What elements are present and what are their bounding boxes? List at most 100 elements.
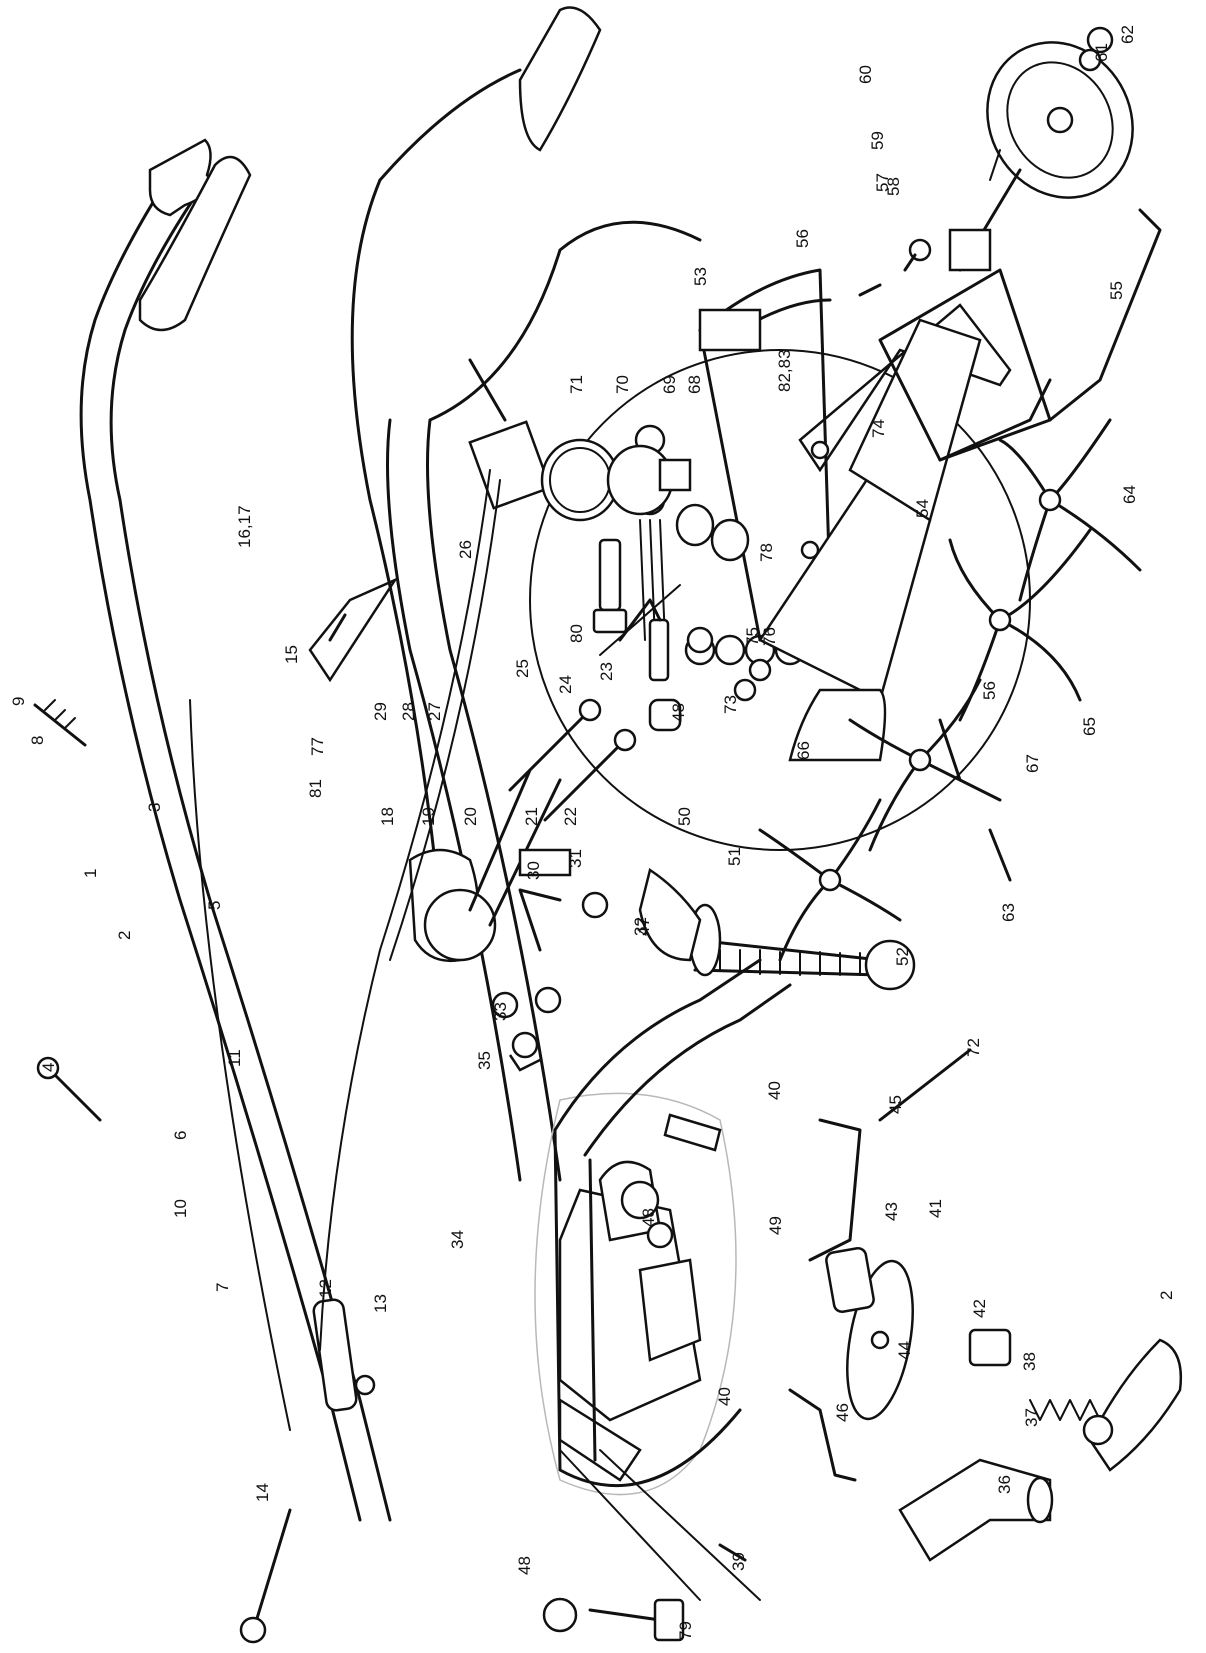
label-45: 45 [886, 1095, 905, 1114]
cable-7 [189, 699, 291, 1431]
label-24: 24 [556, 675, 575, 694]
label-1: 1 [81, 869, 100, 878]
axle-58-59 [948, 149, 1022, 272]
seals-68-71 [540, 438, 750, 562]
label-64: 64 [1120, 485, 1139, 504]
label-38: 38 [1020, 1352, 1039, 1371]
nuts-32-33 [491, 891, 609, 1059]
label-53: 53 [691, 267, 710, 286]
sleeve-12 [312, 1298, 376, 1412]
label-19: 19 [419, 807, 438, 826]
label-8: 8 [28, 736, 47, 745]
label-56: 56 [980, 681, 999, 700]
label-12: 12 [316, 1279, 335, 1298]
nuts-75-76 [733, 658, 772, 702]
label-2: 2 [115, 931, 134, 940]
control-lever [308, 577, 399, 683]
label-42: 42 [970, 1299, 989, 1318]
spring-37 [1029, 1399, 1101, 1421]
label-2: 2 [1157, 1291, 1176, 1300]
label-68: 68 [685, 375, 704, 394]
label-15: 15 [282, 645, 301, 664]
pins-56-63 [938, 718, 1012, 882]
label-47: 47 [634, 917, 653, 936]
label-39: 39 [729, 1552, 748, 1571]
label-48: 48 [639, 1208, 658, 1227]
label-70: 70 [613, 375, 632, 394]
throttle-16-17 [468, 358, 552, 510]
label-11: 11 [225, 1049, 244, 1067]
tine-65 [948, 528, 1092, 722]
bolt-14 [239, 1508, 292, 1644]
label-5: 5 [205, 901, 224, 910]
label-32: 32 [631, 917, 650, 936]
tine-66 [758, 798, 902, 962]
bolt-4 [36, 1056, 102, 1122]
engine-34 [534, 1092, 737, 1496]
label-34: 34 [448, 1230, 467, 1249]
label-50: 50 [675, 807, 694, 826]
label-37: 37 [1022, 1408, 1041, 1427]
label-61: 61 [1092, 43, 1111, 62]
grip-lower [138, 155, 252, 332]
label-77: 77 [308, 737, 327, 756]
label-30: 30 [524, 861, 543, 880]
label-81: 81 [306, 779, 325, 798]
label-27: 27 [425, 702, 444, 721]
label-28: 28 [399, 702, 418, 721]
label-7: 7 [213, 1283, 232, 1292]
handlebar-upper [350, 68, 702, 1182]
tine-64 [998, 418, 1142, 602]
tine-shaft-30 [423, 768, 572, 962]
labels: 1 2 2 3 4 5 6 7 8 9 10 11 12 13 14 15 16… [9, 25, 1176, 1640]
label-29: 29 [371, 702, 390, 721]
label-31: 31 [566, 849, 585, 868]
nut-48-engine [646, 1221, 674, 1249]
bolt-78 [800, 540, 820, 560]
label-36: 36 [995, 1475, 1014, 1494]
label-3: 3 [145, 803, 164, 812]
label-14: 14 [253, 1483, 272, 1502]
label-43: 43 [882, 1202, 901, 1221]
pin-56-upper [858, 283, 882, 297]
label-59: 59 [868, 131, 887, 150]
label-33: 33 [491, 1002, 510, 1021]
wheel-60 [986, 41, 1134, 199]
label-82-83: 82,83 [775, 349, 794, 392]
label-48: 48 [669, 703, 688, 722]
bolt-23 [592, 538, 628, 634]
label-25: 25 [513, 659, 532, 678]
label-78: 78 [757, 543, 776, 562]
hood-53-54 [698, 268, 832, 642]
rod-72 [878, 1048, 972, 1122]
label-66: 66 [794, 741, 813, 760]
label-71: 71 [567, 375, 586, 394]
label-26: 26 [456, 540, 475, 559]
shield-73-74 [758, 318, 982, 762]
label-73: 73 [721, 695, 740, 714]
knob-57 [903, 238, 932, 272]
label-21: 21 [522, 807, 541, 826]
frame-47 [553, 958, 792, 1488]
crank-36 [898, 1458, 1054, 1562]
label-40: 40 [715, 1387, 734, 1406]
label-35: 35 [475, 1051, 494, 1070]
grip-2-right [1082, 1338, 1183, 1472]
label-41: 41 [926, 1199, 945, 1218]
hub-44 [825, 1247, 875, 1313]
label-10: 10 [171, 1199, 190, 1218]
label-49: 49 [766, 1216, 785, 1235]
stand-55 [878, 208, 1162, 462]
throttle-cable-15 [319, 469, 501, 1351]
label-57: 57 [873, 173, 892, 192]
rod-45 [808, 1118, 862, 1262]
label-55: 55 [1107, 281, 1126, 300]
bolt-79-nut-48 [542, 1449, 761, 1642]
cap-77 [648, 698, 682, 732]
label-22: 22 [561, 807, 580, 826]
label-18: 18 [378, 807, 397, 826]
spring-8-9 [33, 699, 87, 747]
label-16-17: 16,17 [235, 505, 254, 548]
label-79: 79 [676, 1621, 695, 1640]
hub-61-62 [1078, 26, 1114, 72]
